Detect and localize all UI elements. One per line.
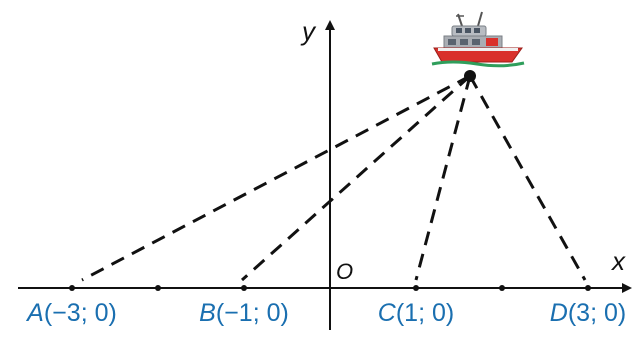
x-tick-neg2 xyxy=(155,285,161,291)
sight-line-b xyxy=(240,74,472,282)
sight-line-c xyxy=(414,75,472,281)
ship-icon xyxy=(431,11,525,68)
x-tick-neg1 xyxy=(241,285,247,291)
ship-point xyxy=(464,70,476,82)
point-label-c: C(1; 0) xyxy=(378,299,454,327)
x-tick-1 xyxy=(413,285,419,291)
x-tick-2 xyxy=(499,285,505,291)
x-tick-neg3 xyxy=(69,285,75,291)
point-labels: A(−3; 0) B(−1; 0) C(1; 0) D(3; 0) xyxy=(25,299,626,327)
y-axis-label: y xyxy=(300,16,317,46)
origin-label: O xyxy=(336,259,353,284)
point-label-d: D(3; 0) xyxy=(550,299,626,327)
sight-lines xyxy=(81,74,587,282)
point-label-b: B(−1; 0) xyxy=(199,299,289,327)
x-tick-3 xyxy=(585,285,591,291)
x-axis-ticks xyxy=(69,285,591,291)
point-label-a: A(−3; 0) xyxy=(25,299,117,327)
sight-line-a xyxy=(81,74,471,282)
sight-line-d xyxy=(468,75,587,281)
x-axis-label: x xyxy=(610,246,626,276)
